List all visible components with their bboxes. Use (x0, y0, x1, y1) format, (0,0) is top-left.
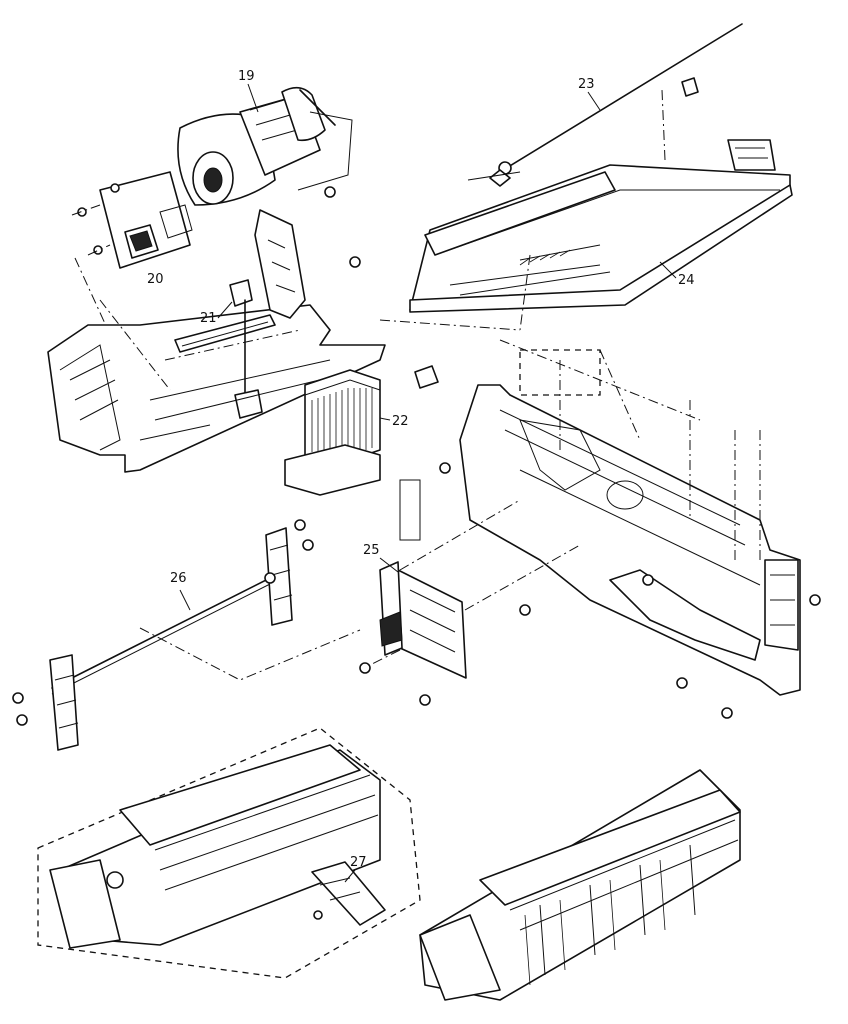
part-24-tray (409, 89, 793, 331)
main-chassis-frame (414, 339, 801, 696)
callout-19: 19 (238, 69, 255, 84)
callout-24: 24 (678, 273, 695, 288)
part-23-rod (467, 23, 743, 187)
part-25-control-board (359, 479, 581, 679)
part-19-blower-motor (177, 86, 353, 206)
part-20-switch-bracket (71, 171, 193, 401)
developer-unit (419, 769, 741, 1001)
callout-22: 22 (392, 414, 409, 429)
part-27-drum-unit (37, 727, 421, 979)
callout-26: 26 (170, 571, 187, 586)
part-22-fin-block (284, 369, 381, 496)
callout-25: 25 (363, 543, 380, 558)
screws (12, 186, 821, 920)
part-26-shaft-assembly (49, 527, 361, 751)
callout-27: 27 (350, 855, 367, 870)
callout-23: 23 (578, 77, 595, 92)
left-chassis-frame (47, 209, 521, 473)
callout-20: 20 (147, 272, 164, 287)
callout-21: 21 (200, 311, 217, 326)
